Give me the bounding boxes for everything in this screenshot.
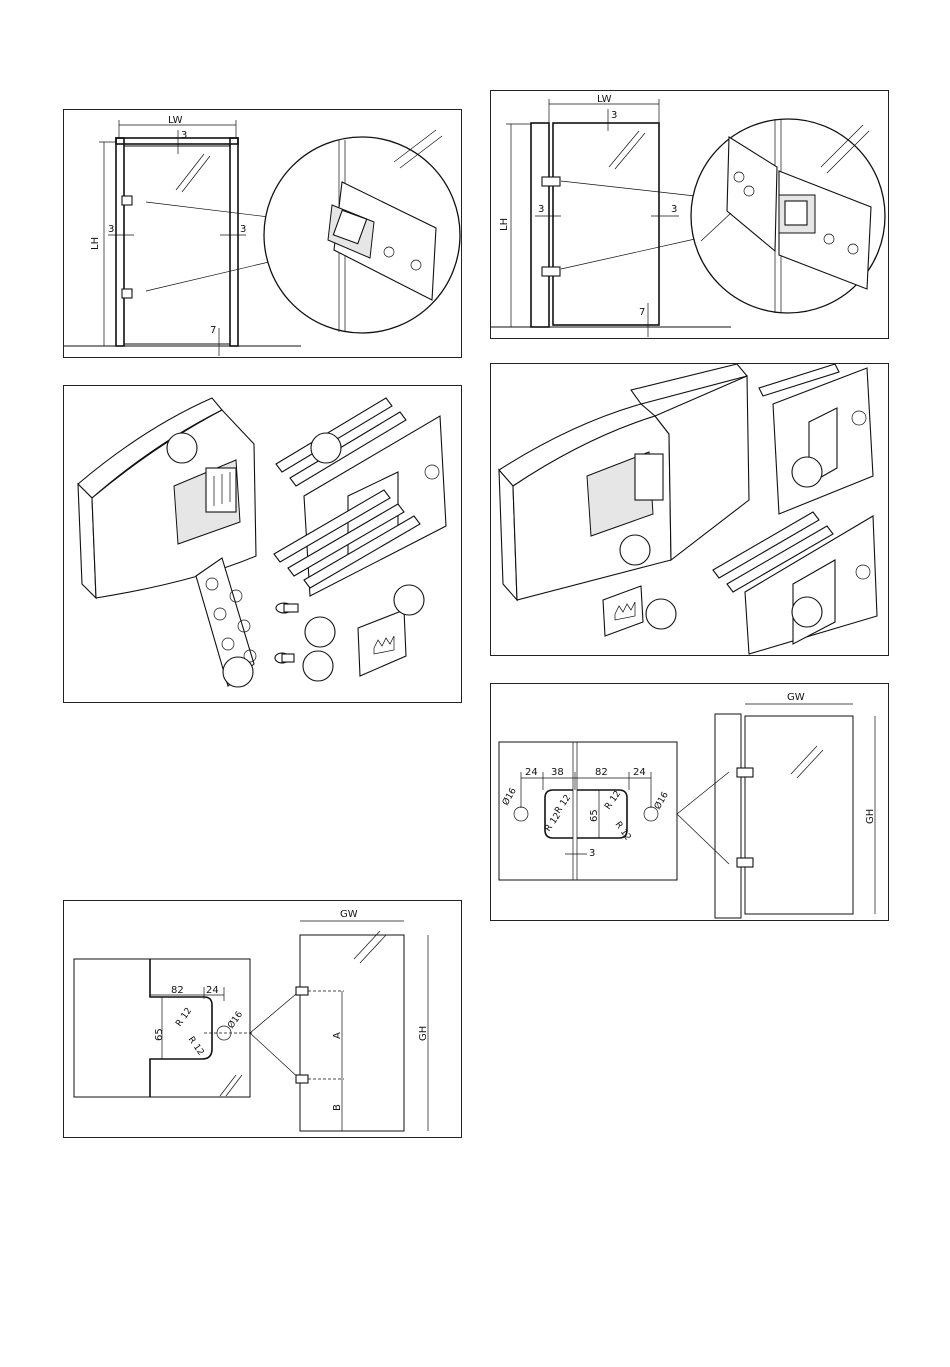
wall-jamb (531, 123, 549, 327)
label-38: 38 (551, 767, 564, 778)
label-82: 82 (171, 985, 184, 996)
cutout-diagram: 82 24 65 R 12 R 12 Ø16 GW GH A B (64, 901, 461, 1137)
door-frame-diagram: LW 3 LH 3 3 7 (64, 110, 461, 357)
marker-1 (620, 535, 650, 565)
marker-1 (167, 433, 197, 463)
glass-fixed-pane (715, 714, 741, 918)
label-a: A (332, 1032, 343, 1039)
marker-5 (303, 651, 333, 681)
label-gh: GH (865, 809, 876, 824)
label-bottom-gap: 7 (639, 307, 645, 318)
marker-6 (223, 657, 253, 687)
panel-glass-hinge-parts (490, 363, 889, 656)
label-dia16-left: Ø16 (500, 786, 519, 808)
label-24-right: 24 (633, 767, 646, 778)
hinge-body (499, 364, 749, 600)
label-gap-3: 3 (589, 848, 595, 859)
glass-door-pane (745, 716, 853, 914)
label-b: B (332, 1104, 343, 1111)
panel-cutout-wall-glass: 82 24 65 R 12 R 12 Ø16 GW GH A B (63, 900, 462, 1138)
cutout-bottom (296, 1075, 308, 1083)
cover-cap (603, 586, 643, 636)
label-65: 65 (589, 809, 600, 822)
label-left-gap: 3 (108, 224, 114, 235)
label-top-gap: 3 (181, 130, 187, 141)
panel-door-frame-left: LW 3 LH 3 3 7 (63, 109, 462, 358)
hinge-bottom (122, 289, 132, 298)
hinge-parts-diagram (64, 386, 461, 702)
glass-pane (300, 935, 404, 1131)
frame-top-rail (116, 138, 238, 144)
marker-4 (305, 617, 335, 647)
label-gw: GW (787, 692, 805, 703)
detail-box (499, 742, 677, 880)
hinge-top (122, 196, 132, 205)
marker-3 (394, 585, 424, 615)
cutout-top (737, 768, 753, 777)
panel-door-frame-right: LW 3 LH 3 3 7 (490, 90, 889, 339)
label-dia16-right: Ø16 (652, 790, 671, 812)
screws (275, 603, 298, 663)
cover-cap (358, 610, 406, 676)
marker-3 (792, 457, 822, 487)
frame-left-post (116, 138, 124, 346)
label-lh: LH (90, 237, 101, 250)
cutout-diagram-2: 24 38 82 24 Ø16 Ø16 R 12 R 12 R 12 R 12 … (491, 684, 888, 920)
glass-door (124, 146, 230, 344)
label-65: 65 (154, 1028, 165, 1041)
hinge-top (542, 177, 560, 186)
label-left-gap: 3 (538, 204, 544, 215)
panel-cutout-glass-glass: 24 38 82 24 Ø16 Ø16 R 12 R 12 R 12 R 12 … (490, 683, 889, 921)
label-right-gap: 3 (671, 204, 677, 215)
clamp-plates (274, 398, 446, 596)
label-r12-d: R 12 (613, 820, 633, 843)
clamp-plates-upper (759, 364, 873, 514)
glass-door (553, 123, 659, 325)
label-r12-bottom: R 12 (186, 1035, 206, 1058)
door-frame-diagram-2: LW 3 LH 3 3 7 (491, 91, 888, 338)
hinge-bottom (542, 267, 560, 276)
hinge-body (78, 398, 256, 598)
label-82: 82 (595, 767, 608, 778)
label-lw: LW (168, 115, 183, 126)
label-24-left: 24 (525, 767, 538, 778)
label-lw: LW (597, 94, 612, 105)
label-right-gap: 3 (240, 224, 246, 235)
label-top-gap: 3 (611, 110, 617, 121)
marker-2 (311, 433, 341, 463)
cutout-top (296, 987, 308, 995)
marker-2 (646, 599, 676, 629)
label-bottom-gap: 7 (210, 325, 216, 336)
frame-right-post (230, 138, 238, 346)
label-dia16: Ø16 (225, 1009, 245, 1031)
label-lh: LH (499, 218, 510, 231)
label-gw: GW (340, 909, 358, 920)
label-24: 24 (206, 985, 219, 996)
hole-left (514, 807, 528, 821)
label-r12-c: R 12 (603, 789, 623, 812)
marker-4 (792, 597, 822, 627)
glass-hinge-diagram (491, 364, 888, 655)
clamp-plates-lower (713, 512, 877, 654)
cutout-bottom (737, 858, 753, 867)
label-gh: GH (418, 1026, 429, 1041)
panel-hinge-parts (63, 385, 462, 703)
label-r12-top: R 12 (174, 1006, 194, 1029)
